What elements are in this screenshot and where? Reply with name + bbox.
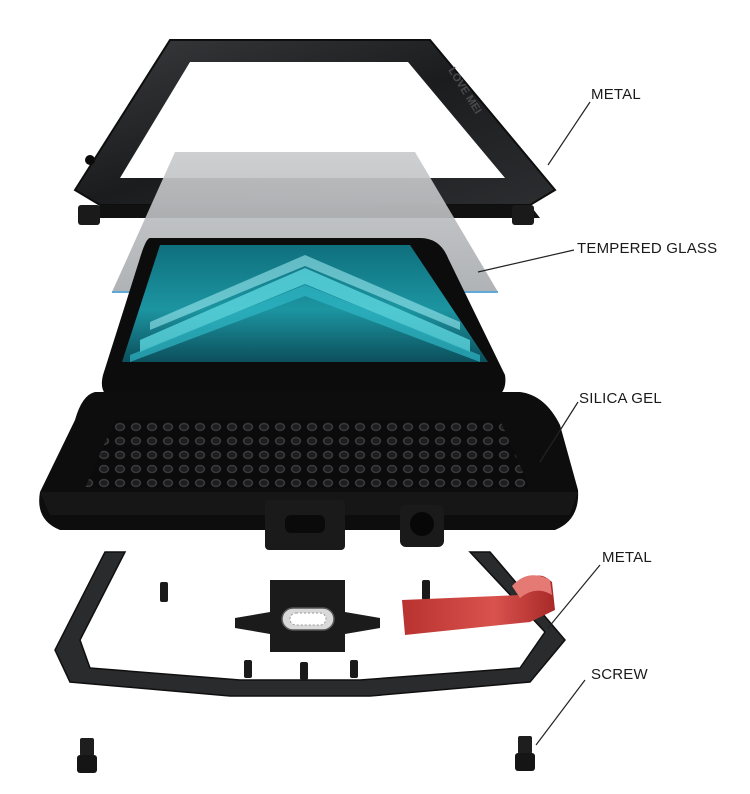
leader-metal-top — [547, 101, 591, 166]
phone-body — [101, 238, 506, 410]
port-cover-piece — [235, 580, 380, 652]
leader-screw — [535, 679, 586, 746]
label-metal-bottom: METAL — [602, 549, 652, 566]
leader-tempered-glass — [477, 249, 575, 273]
screw-right — [515, 736, 535, 771]
bottom-metal-frame — [54, 551, 566, 697]
screws — [77, 736, 535, 773]
leader-lines — [477, 101, 601, 746]
screw-left — [77, 738, 97, 773]
red-latch — [402, 575, 555, 635]
leader-metal-bottom — [547, 564, 601, 629]
label-screw: SCREW — [591, 666, 648, 683]
label-tempered-glass: TEMPERED GLASS — [577, 240, 718, 257]
label-metal-top: METAL — [591, 86, 641, 103]
leader-silica-gel — [539, 401, 579, 463]
phone-screen — [122, 245, 488, 362]
silica-gel-shell — [39, 392, 579, 550]
label-silica-gel: SILICA GEL — [579, 390, 662, 407]
